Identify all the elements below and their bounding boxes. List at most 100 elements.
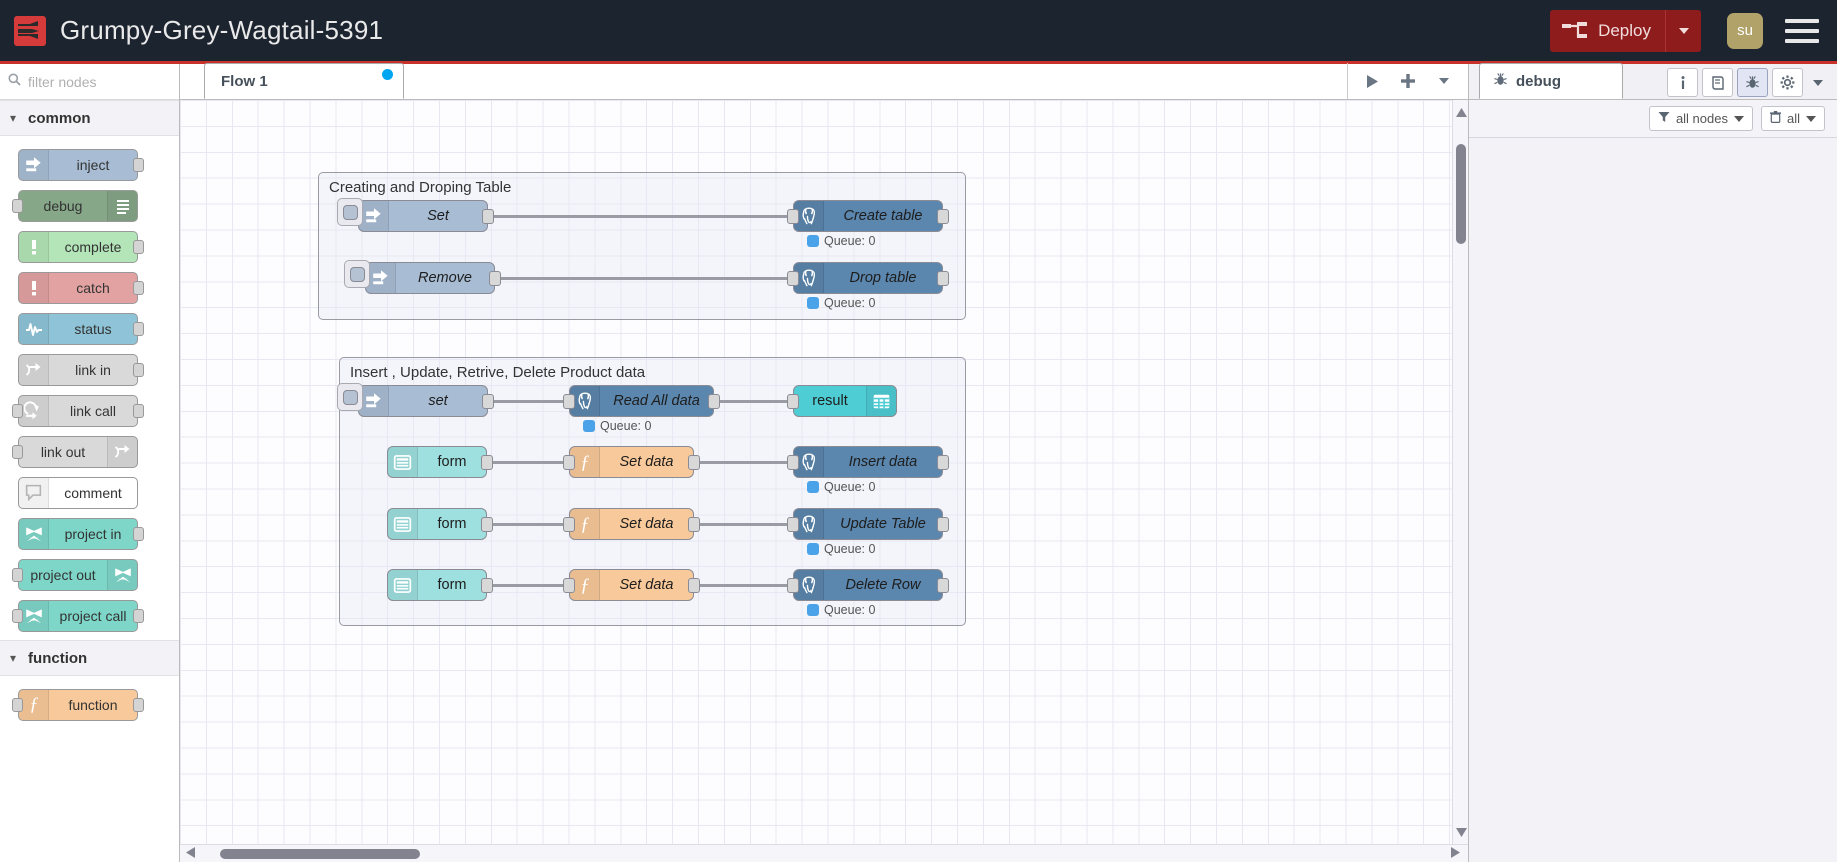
flow-group[interactable]: Creating and Droping Table [318,172,966,320]
help-tab-button[interactable] [1702,68,1733,97]
palette-node-project-out[interactable]: project out [12,558,138,591]
node-output-port[interactable] [937,209,949,224]
palette-search-bar[interactable] [0,64,179,100]
flow-node-drop-table[interactable]: Drop table [787,262,949,294]
flow-node-form[interactable]: form [387,446,493,478]
node-output-port[interactable] [133,239,144,254]
node-output-port[interactable] [688,578,700,593]
palette-node-debug[interactable]: debug [12,189,138,222]
flow-node-set[interactable]: Set [337,198,494,232]
debug-message-list[interactable] [1469,176,1837,862]
node-button[interactable] [344,260,370,288]
debug-tab-button[interactable] [1737,68,1768,97]
flow-wire[interactable] [487,523,569,526]
triangle-up-icon[interactable] [1456,104,1467,122]
node-input-port[interactable] [787,517,799,532]
palette-node-comment[interactable]: comment [18,476,138,509]
sidebar-more-button[interactable] [1807,79,1829,86]
node-output-port[interactable] [688,517,700,532]
info-tab-button[interactable] [1667,68,1698,97]
node-output-port[interactable] [133,697,144,712]
flow-node-remove[interactable]: Remove [344,260,501,294]
node-input-port[interactable] [12,403,23,418]
node-output-port[interactable] [937,578,949,593]
node-output-port[interactable] [688,455,700,470]
node-input-port[interactable] [12,608,23,623]
palette-node-project-in[interactable]: project in [18,517,144,550]
flow-wire[interactable] [694,584,793,587]
node-input-port[interactable] [12,567,23,582]
flow-wire[interactable] [714,400,793,403]
node-output-port[interactable] [133,321,144,336]
node-output-port[interactable] [481,578,493,593]
palette-node-project-call[interactable]: project call [12,599,144,632]
flow-wire[interactable] [488,215,793,218]
add-flow-button[interactable] [1390,64,1426,98]
flow-node-form[interactable]: form [387,508,493,540]
flow-wire[interactable] [694,523,793,526]
flow-node-result[interactable]: result [787,385,897,417]
node-input-port[interactable] [787,394,799,409]
palette-node-complete[interactable]: complete [18,230,144,263]
flow-wire[interactable] [487,461,569,464]
vertical-scroll-thumb[interactable] [1456,144,1466,244]
node-input-port[interactable] [563,394,575,409]
triangle-right-icon[interactable] [1451,845,1460,863]
flow-node-delete-row[interactable]: Delete Row [787,569,949,601]
avatar[interactable]: su [1727,12,1763,49]
node-input-port[interactable] [787,209,799,224]
node-output-port[interactable] [937,455,949,470]
node-output-port[interactable] [489,271,501,286]
node-output-port[interactable] [133,157,144,172]
palette-node-link-call[interactable]: link call [12,394,144,427]
node-output-port[interactable] [937,271,949,286]
flow-menu-button[interactable] [1426,64,1462,98]
tab-flow-1[interactable]: Flow 1 [204,63,404,99]
node-output-port[interactable] [481,517,493,532]
clear-log-dropdown[interactable]: all [1760,106,1825,131]
flow-wire[interactable] [495,277,793,280]
node-output-port[interactable] [482,394,494,409]
node-output-port[interactable] [708,394,720,409]
node-output-port[interactable] [937,517,949,532]
deploy-options-button[interactable] [1665,9,1701,52]
flow-node-update-table[interactable]: Update Table [787,508,949,540]
flow-node-form[interactable]: form [387,569,493,601]
palette-category-common[interactable]: ▾common [0,100,179,136]
node-button[interactable] [337,198,363,226]
flow-node-insert-data[interactable]: Insert data [787,446,949,478]
flow-node-set[interactable]: set [337,383,494,417]
triangle-left-icon[interactable] [186,845,195,863]
node-input-port[interactable] [563,578,575,593]
config-tab-button[interactable] [1772,68,1803,97]
canvas-horizontal-scrollbar[interactable] [180,844,1468,862]
node-output-port[interactable] [482,209,494,224]
palette-category-function[interactable]: ▾function [0,640,179,676]
palette-node-link-in[interactable]: link in [18,353,144,386]
node-input-port[interactable] [563,517,575,532]
sidebar-tab-debug[interactable]: debug [1479,63,1623,99]
node-output-port[interactable] [133,362,144,377]
flow-wire[interactable] [487,584,569,587]
canvas-vertical-scrollbar[interactable] [1452,100,1468,846]
node-input-port[interactable] [563,455,575,470]
node-button[interactable] [337,383,363,411]
horizontal-scroll-thumb[interactable] [220,848,420,859]
flow-wire[interactable] [694,461,793,464]
flow-node-read-all-data[interactable]: Read All data [563,385,720,417]
hamburger-menu-icon[interactable] [1785,16,1819,46]
node-output-port[interactable] [133,280,144,295]
palette-node-catch[interactable]: catch [18,271,144,304]
node-output-port[interactable] [133,403,144,418]
node-input-port[interactable] [787,578,799,593]
node-input-port[interactable] [787,271,799,286]
node-input-port[interactable] [787,455,799,470]
palette-node-link-out[interactable]: link out [12,435,138,468]
node-output-port[interactable] [133,526,144,541]
node-filter-dropdown[interactable]: all nodes [1648,106,1753,131]
node-output-port[interactable] [133,608,144,623]
run-button[interactable] [1354,64,1390,98]
